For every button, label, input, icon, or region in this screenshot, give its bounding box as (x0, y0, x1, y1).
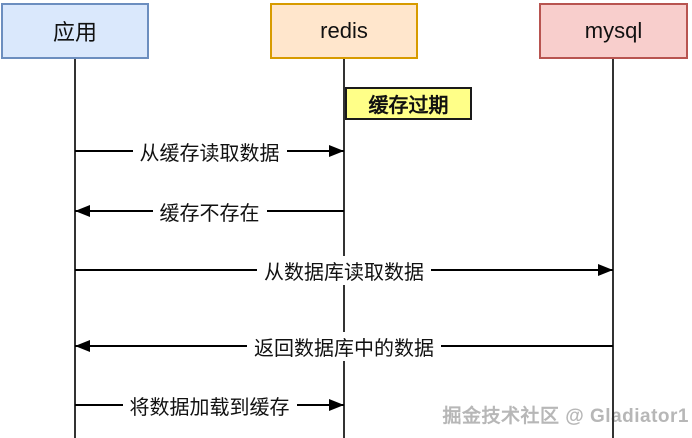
arrowhead-right-icon (329, 399, 344, 411)
note-label: 缓存过期 (368, 95, 449, 117)
arrowhead-right-icon (598, 264, 613, 276)
message-label: 缓存不存在 (152, 196, 267, 226)
message-cache-miss: 缓存不存在 (75, 196, 344, 226)
actor-label-app: 应用 (52, 20, 97, 45)
message-label: 将数据加载到缓存 (122, 390, 297, 420)
arrowhead-right-icon (329, 145, 344, 157)
message-label: 返回数据库中的数据 (247, 331, 441, 361)
note-cache-expired: 缓存过期 (345, 87, 472, 120)
message-return-db-data: 返回数据库中的数据 (75, 331, 613, 361)
message-load-into-cache: 将数据加载到缓存 (75, 390, 344, 420)
lifeline-redis (343, 59, 345, 438)
arrowhead-left-icon (75, 205, 90, 217)
actor-label-redis: redis (320, 18, 368, 43)
actor-box-mysql: mysql (539, 3, 688, 59)
actor-box-app: 应用 (1, 3, 149, 59)
actor-box-redis: redis (270, 3, 418, 59)
message-label: 从数据库读取数据 (257, 255, 431, 285)
message-label: 从缓存读取数据 (132, 136, 287, 166)
arrowhead-left-icon (75, 340, 90, 352)
message-read-from-db: 从数据库读取数据 (75, 255, 613, 285)
watermark: 掘金技术社区 @ Gladiator1 (442, 406, 689, 427)
message-read-from-cache: 从缓存读取数据 (75, 136, 344, 166)
lifeline-app (74, 59, 76, 438)
lifeline-mysql (612, 59, 614, 438)
actor-label-mysql: mysql (584, 18, 643, 43)
